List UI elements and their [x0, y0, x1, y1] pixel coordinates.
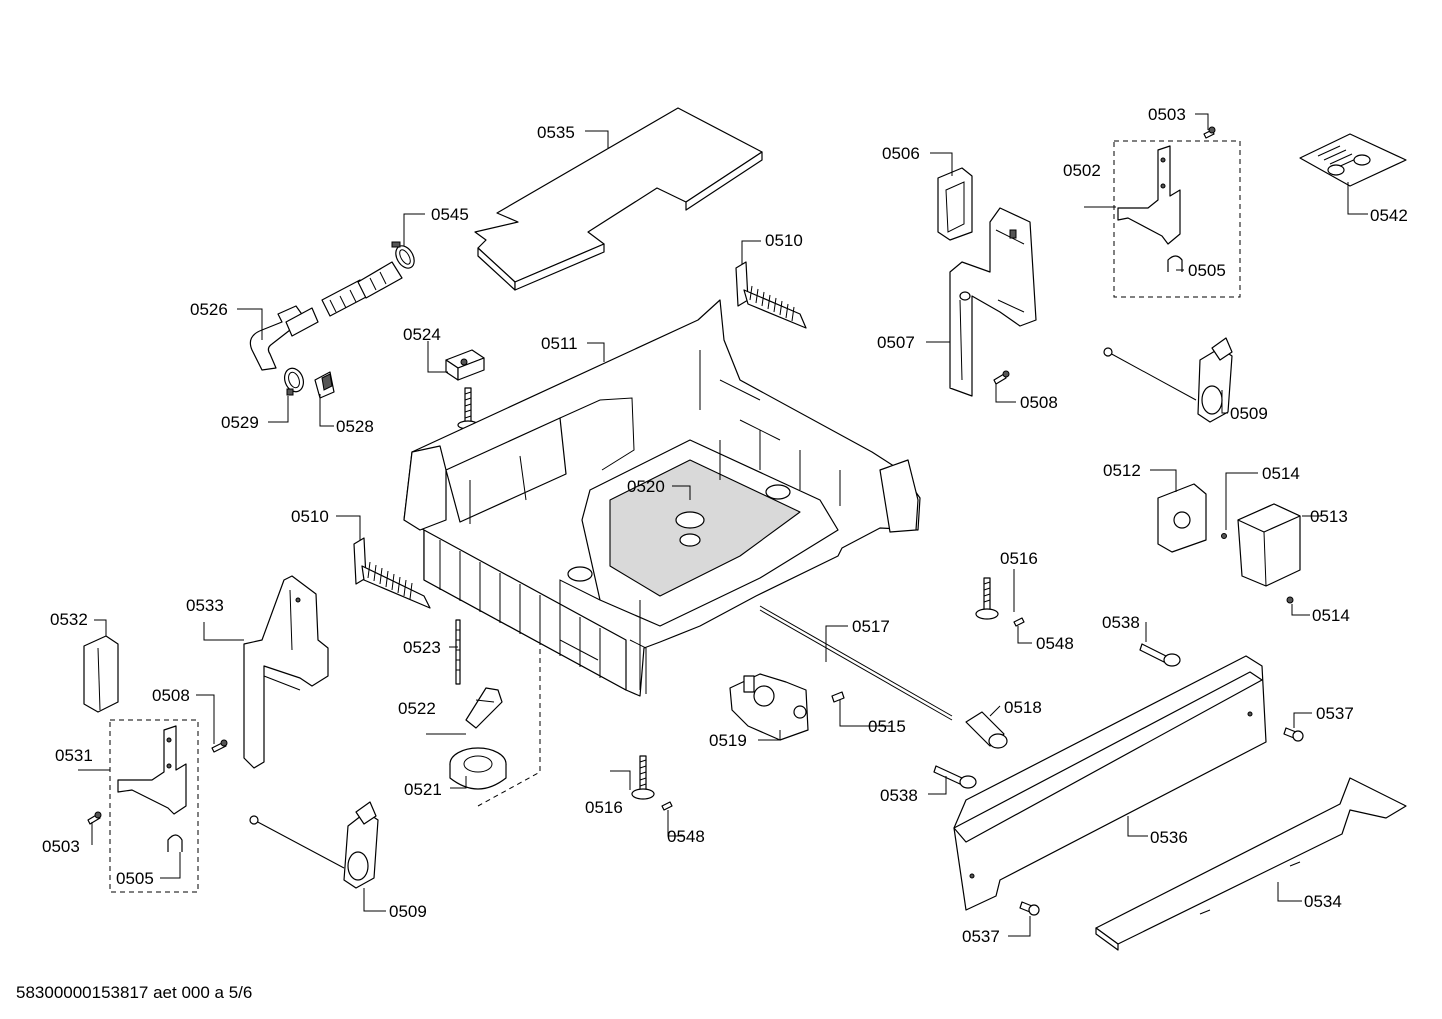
- label-0533: 0533: [186, 596, 224, 615]
- part-0508-screw-left: [211, 739, 228, 753]
- label-0526: 0526: [190, 300, 228, 319]
- label-0524: 0524: [403, 325, 441, 344]
- part-0520-float: [679, 533, 701, 547]
- label-0506: 0506: [882, 144, 920, 163]
- label-0509-right: 0509: [1230, 404, 1268, 423]
- part-0517-rod: [759, 605, 953, 721]
- label-0548-right: 0548: [1036, 634, 1074, 653]
- label-0519: 0519: [709, 731, 747, 750]
- part-0506-bracket: [937, 167, 973, 241]
- label-0523: 0523: [403, 638, 441, 657]
- label-0502: 0502: [1063, 161, 1101, 180]
- label-0505-top: 0505: [1188, 261, 1226, 280]
- label-0545: 0545: [431, 205, 469, 224]
- part-0537-screw-bottom: [1019, 901, 1040, 916]
- label-0537-bottom: 0537: [962, 927, 1000, 946]
- label-0548-left: 0548: [667, 827, 705, 846]
- part-0514-screw-lower: [1286, 596, 1294, 604]
- part-0515-screw: [831, 691, 845, 703]
- part-0518-cap: [965, 711, 1008, 749]
- label-0516-right: 0516: [1000, 549, 1038, 568]
- label-0531: 0531: [55, 746, 93, 765]
- part-0538-bolt-lower: [933, 765, 977, 789]
- label-0510-left: 0510: [291, 507, 329, 526]
- part-0532-cap: [83, 635, 119, 713]
- part-0536-plinth-panel: [953, 655, 1267, 911]
- label-0535: 0535: [537, 123, 575, 142]
- part-0528-clip: [314, 371, 335, 399]
- part-0526-drain-hose: [249, 261, 403, 371]
- part-0503-screw-left: [87, 811, 102, 825]
- label-0518: 0518: [1004, 698, 1042, 717]
- label-0520: 0520: [627, 477, 665, 496]
- part-0511-base-tub: [403, 299, 921, 697]
- part-0516-screw-right: [975, 577, 999, 620]
- part-0523-rod: [455, 619, 461, 685]
- part-0538-bolt-upper: [1139, 643, 1181, 667]
- part-0513-cover: [1237, 503, 1301, 587]
- part-0548-screw-left: [661, 801, 673, 811]
- part-0502-bracket: [1113, 140, 1241, 298]
- part-0542-parts-kit: [1299, 133, 1407, 187]
- label-0512: 0512: [1103, 461, 1141, 480]
- label-0511: 0511: [541, 334, 578, 353]
- label-0508-left: 0508: [152, 686, 190, 705]
- part-0521-wheel: [449, 747, 507, 790]
- label-0514-lower: 0514: [1312, 606, 1350, 625]
- label-0542: 0542: [1370, 206, 1408, 225]
- part-0507-bracket: [949, 207, 1037, 397]
- label-0505-left: 0505: [116, 869, 154, 888]
- part-screw-0524: [457, 387, 479, 430]
- label-0503-left: 0503: [42, 837, 80, 856]
- label-0517: 0517: [852, 617, 890, 636]
- part-0503-screw-top: [1203, 126, 1216, 139]
- label-0528: 0528: [336, 417, 374, 436]
- label-0513: 0513: [1310, 507, 1348, 526]
- label-0521: 0521: [404, 780, 442, 799]
- part-0509-sensor-right: [1103, 337, 1233, 423]
- label-0522: 0522: [398, 699, 436, 718]
- label-0534: 0534: [1304, 892, 1342, 911]
- part-0529-hose-clamp: [283, 367, 305, 396]
- label-0503-top: 0503: [1148, 105, 1186, 124]
- part-0533-bracket: [243, 575, 329, 769]
- label-0509-left: 0509: [389, 902, 427, 921]
- part-0512-housing: [1157, 483, 1207, 553]
- label-0514-upper: 0514: [1262, 464, 1300, 483]
- part-0516-screw-left: [631, 755, 655, 800]
- label-0532: 0532: [50, 610, 88, 629]
- label-0538-upper: 0538: [1102, 613, 1140, 632]
- label-0515: 0515: [868, 717, 906, 736]
- diagram-footer-code: 58300000153817 aet 000 a 5/6: [16, 983, 252, 1002]
- part-0519-inlet-valve: [729, 673, 809, 741]
- part-0524-block: [445, 349, 485, 381]
- label-0529: 0529: [221, 413, 259, 432]
- part-labels: 0503 0506 0502 0542 0535 0545 0510 0505 …: [42, 105, 1408, 946]
- leader-lines: [78, 113, 1368, 937]
- part-0534-strip: [1095, 777, 1407, 951]
- part-0509-sensor-left: [249, 801, 379, 889]
- label-0508-right: 0508: [1020, 393, 1058, 412]
- part-0514-screw-upper: [1221, 533, 1227, 539]
- part-0545-hose-clamp: [391, 241, 415, 269]
- label-0538-lower: 0538: [880, 786, 918, 805]
- label-0510-top: 0510: [765, 231, 803, 250]
- label-0536: 0536: [1150, 828, 1188, 847]
- label-0537-right: 0537: [1316, 704, 1354, 723]
- part-0510-spring-left: [353, 537, 431, 609]
- part-0531-bracket: [109, 719, 199, 893]
- label-0516-left: 0516: [585, 798, 623, 817]
- part-0522-lever: [465, 687, 503, 729]
- label-0507: 0507: [877, 333, 915, 352]
- part-0535-cover-plate: [474, 107, 763, 291]
- part-0508-screw-right: [993, 370, 1010, 385]
- part-0510-spring-top: [735, 261, 807, 329]
- part-0548-screw-right: [1013, 617, 1025, 627]
- part-0537-screw-right: [1283, 727, 1304, 742]
